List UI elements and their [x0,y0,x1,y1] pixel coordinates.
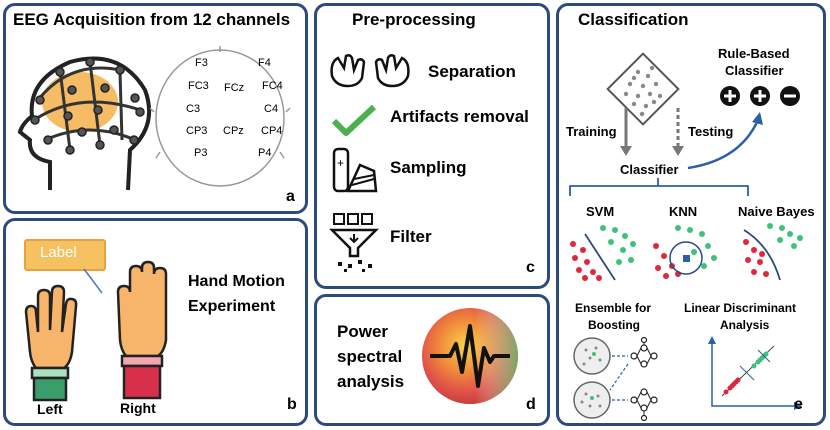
flow-arrows [569,108,763,196]
ensemble-line-2: Boosting [588,318,640,332]
panel-e-letter: e [794,396,803,413]
filter-icon [328,213,380,272]
label-box-text: Label [40,244,77,261]
method-knn: KNN [669,204,698,219]
eeg-head-icon [17,56,152,191]
testing-label: Testing [688,124,734,139]
channel-f3: F3 [195,57,208,69]
panel-d-letter: d [526,396,536,413]
channel-c4: C4 [264,103,279,115]
lda-plot [708,336,802,410]
lda-line-2: Analysis [720,318,770,332]
channel-cp3: CP3 [186,125,208,137]
classifier-label: Classifier [620,162,679,177]
channel-c3: C3 [186,103,201,115]
method-svm: SVM [586,204,615,219]
knn-plot [653,225,717,279]
left-hand-icon [24,284,78,402]
channel-f4: F4 [258,57,271,69]
plus-plus-minus-icon [720,86,800,106]
channel-cp4: CP4 [261,125,283,137]
svm-plot [570,225,636,281]
panel-e-title: Classification [578,10,689,29]
channel-p3: P3 [194,147,208,159]
left-label: Left [37,401,63,417]
step-filter: Filter [390,227,432,246]
ensemble-boosting-diagram [573,336,658,422]
step-artifacts-removal: Artifacts removal [390,107,529,126]
panel-a-title: EEG Acquisition from 12 channels [13,10,291,29]
psa-line-1: Power [337,322,389,341]
training-label: Training [566,124,617,139]
right-hand-icon [116,260,168,400]
panel-a-letter: a [286,188,295,205]
psa-line-2: spectral [337,347,403,366]
svg-text:+: + [337,156,344,170]
hand-motion-title-2: Experiment [188,298,276,315]
channel-cpz: CPz [223,125,244,137]
label-pointer [83,268,103,294]
label-box [24,239,106,271]
rule-based-line-2: Classifier [725,63,784,78]
panel-c-title: Pre-processing [352,10,476,29]
psa-line-3: analysis [337,372,405,391]
method-naive-bayes: Naive Bayes [738,204,815,219]
right-label: Right [120,400,156,416]
hand-motion-title-1: Hand Motion [188,273,285,290]
panel-b-letter: b [287,396,297,413]
channel-fc3: FC3 [188,80,209,92]
sampling-icon: + [332,147,378,193]
check-icon [331,104,377,136]
channel-fcz: FCz [224,82,245,94]
electrode-map [149,46,291,187]
pulse-wave-icon [422,308,518,404]
naive-bayes-plot [743,223,803,281]
step-sampling: Sampling [390,158,467,177]
lda-line-1: Linear Discriminant [684,301,797,315]
rule-based-line-1: Rule-Based [718,46,790,61]
panel-c-letter: c [526,259,535,276]
data-diamond [606,52,680,126]
step-separation: Separation [428,62,516,81]
channel-p4: P4 [258,147,272,159]
hands-separation-icon [330,54,410,88]
ensemble-line-1: Ensemble for [575,301,652,315]
channel-fc4: FC4 [262,80,283,92]
